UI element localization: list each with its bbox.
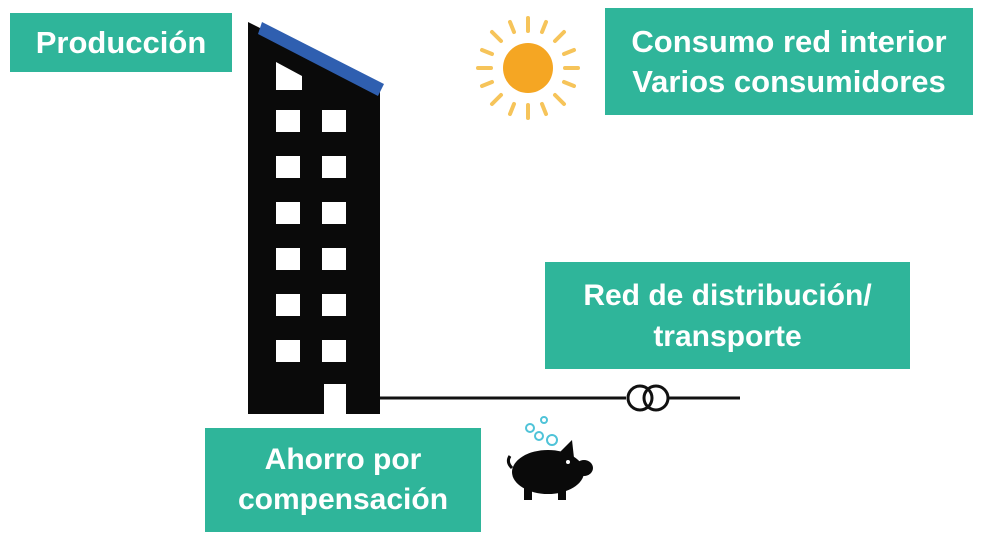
red-distribucion-label: Red de distribución/ transporte bbox=[545, 262, 910, 369]
ahorro-label: Ahorro por compensación bbox=[205, 428, 481, 532]
consumo-label: Consumo red interior Varios consumidores bbox=[605, 8, 973, 115]
solar-panel-icon bbox=[258, 22, 384, 96]
produccion-text: Producción bbox=[35, 24, 207, 60]
consumo-line1: Consumo red interior bbox=[631, 23, 947, 59]
red-line1: Red de distribución/ bbox=[583, 278, 872, 312]
ahorro-line1: Ahorro por bbox=[264, 443, 422, 476]
sun-icon bbox=[476, 16, 580, 120]
red-line2: transporte bbox=[653, 319, 802, 353]
transformer-icon bbox=[380, 384, 740, 412]
consumo-line2: Varios consumidores bbox=[632, 63, 946, 99]
piggy-bank-icon bbox=[506, 416, 593, 500]
building-icon bbox=[248, 22, 384, 414]
ahorro-line2: compensación bbox=[237, 483, 449, 516]
produccion-label: Producción bbox=[10, 13, 232, 72]
